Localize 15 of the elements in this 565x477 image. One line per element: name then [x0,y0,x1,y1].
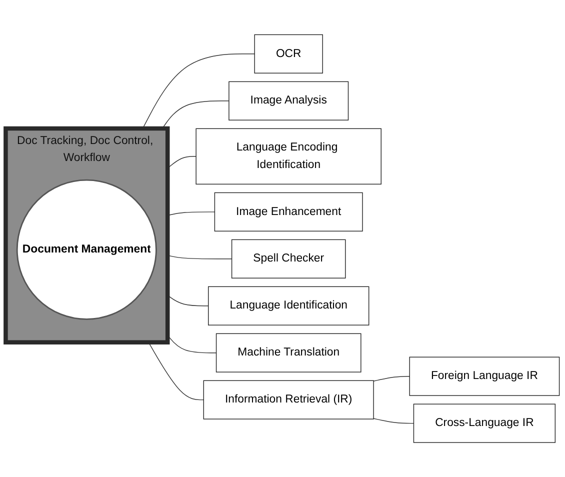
node-box: Language Encoding Identification [196,128,382,184]
connector [373,376,410,382]
connector [373,418,414,424]
node-box: Foreign Language IR [409,356,560,396]
connector [142,53,255,129]
node-box: Image Enhancement [214,192,363,232]
node-box: Image Analysis [228,81,349,120]
node-circle: Document Management [16,179,157,320]
node-box: OCR [254,34,323,74]
connector [162,100,230,129]
node-box: Information Retrieval (IR) [203,380,374,420]
node-box: Machine Translation [216,333,362,372]
node-box: Cross-Language IR [413,404,556,443]
node-box: Language Identification [208,286,370,326]
node-box: Spell Checker [231,239,346,278]
